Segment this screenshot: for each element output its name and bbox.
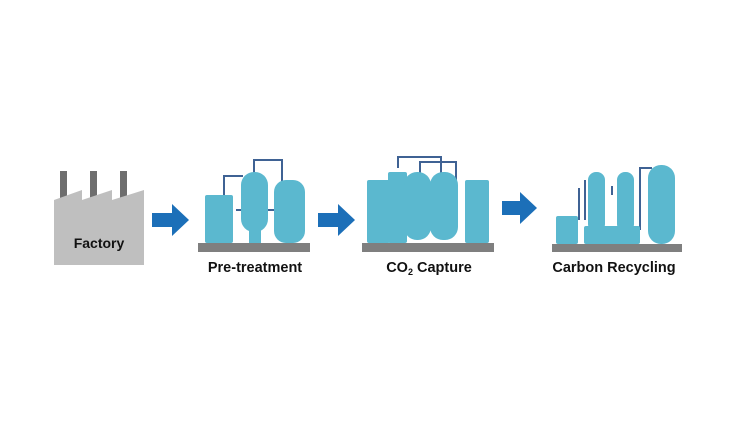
carbon-recycling-plant-icon bbox=[552, 165, 682, 252]
tank bbox=[556, 216, 578, 244]
arrow-right-icon bbox=[502, 192, 537, 224]
tank bbox=[241, 172, 268, 232]
base-platform bbox=[198, 243, 310, 252]
co2-capture-label: CO2 Capture bbox=[386, 260, 472, 277]
base-platform bbox=[552, 244, 682, 252]
pipe bbox=[397, 156, 442, 180]
co2-capture-plant-icon bbox=[362, 156, 494, 252]
factory-building bbox=[54, 190, 144, 265]
tank bbox=[465, 180, 489, 243]
tank bbox=[274, 180, 305, 243]
factory-chimney bbox=[90, 171, 97, 201]
tank bbox=[367, 180, 390, 243]
pipe bbox=[639, 167, 652, 230]
factory-chimney bbox=[60, 171, 67, 201]
pipe-connector bbox=[249, 230, 261, 243]
pipe bbox=[223, 175, 243, 196]
pipe bbox=[419, 161, 457, 180]
tank bbox=[648, 165, 675, 244]
tank bbox=[404, 172, 431, 240]
factory-icon: Factory bbox=[54, 171, 144, 265]
tank bbox=[588, 172, 605, 232]
arrow-right-icon bbox=[318, 204, 355, 236]
arrow-right-icon bbox=[152, 204, 189, 236]
pretreatment-label: Pre-treatment bbox=[208, 260, 302, 276]
pretreatment-plant-icon bbox=[198, 159, 310, 252]
tank bbox=[430, 172, 458, 240]
factory-chimney bbox=[120, 171, 127, 201]
tank bbox=[617, 172, 634, 232]
carbon-recycling-label: Carbon Recycling bbox=[552, 260, 675, 276]
tank bbox=[205, 195, 233, 243]
tank bbox=[388, 172, 407, 243]
base-platform bbox=[362, 243, 494, 252]
pipe bbox=[253, 159, 283, 183]
factory-label: Factory bbox=[74, 235, 125, 251]
tank bbox=[584, 226, 640, 244]
